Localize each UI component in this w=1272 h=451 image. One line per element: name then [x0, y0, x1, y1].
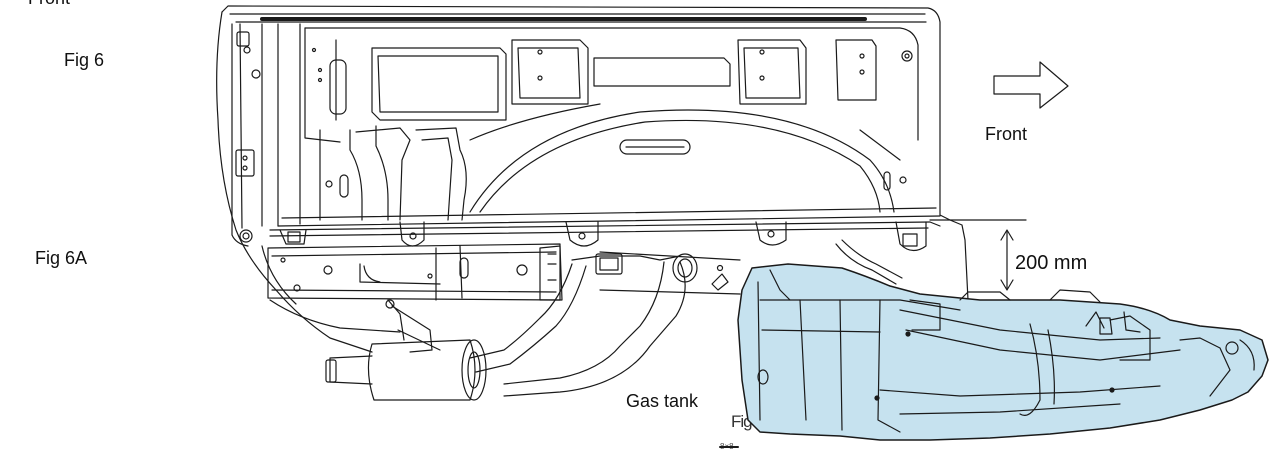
- label-fig6a: Fig 6A: [35, 248, 88, 268]
- label-gas-tank: Gas tank: [626, 391, 699, 411]
- bed-side-panel: [216, 5, 969, 353]
- clearance-dimension: [929, 219, 1027, 291]
- frame-rail: [267, 221, 927, 301]
- right-arrow-icon: [993, 61, 1069, 109]
- label-front: Front: [985, 124, 1028, 144]
- label-front-top: Front: [28, 0, 70, 9]
- gas-tank: [737, 239, 1269, 441]
- exhaust-system: [325, 253, 698, 401]
- label-fig6: Fig 6: [64, 50, 105, 70]
- label-clearance-200mm: 200 mm: [1015, 252, 1088, 274]
- chassis-lower: [261, 245, 741, 333]
